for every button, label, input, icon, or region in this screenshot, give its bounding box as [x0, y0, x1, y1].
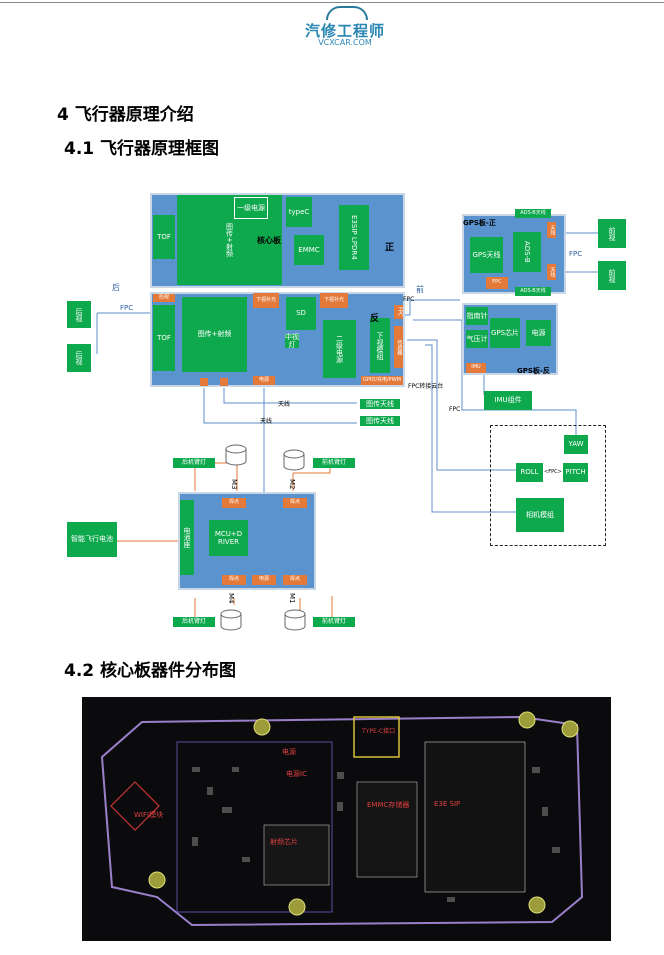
- battery: 智能飞行电池: [67, 522, 117, 557]
- label-front: 前: [416, 285, 424, 294]
- gps-chip: GPS芯片: [490, 318, 520, 348]
- yaw: YAW: [564, 435, 588, 454]
- pwr1: 一级电源: [234, 197, 268, 219]
- label-fpc1: FPC: [120, 304, 134, 312]
- gps-ant-small: 天线: [547, 222, 556, 238]
- roll: ROLL: [516, 463, 543, 482]
- label-fpc2: FPC: [403, 296, 415, 303]
- pcb-label-2: E3E SIP: [434, 800, 461, 808]
- ant-lbl2: 天线: [260, 418, 273, 425]
- imu-pill: IMU: [466, 363, 486, 373]
- pwr-pill: 电源: [253, 376, 275, 385]
- pcb-label-4: 电源: [282, 748, 296, 756]
- motor-m2: M2: [288, 479, 296, 490]
- fpc-pill: FPC: [394, 305, 403, 319]
- subsection-heading-pcb: 4.2 核心板器件分布图: [64, 661, 237, 681]
- sd: SD: [286, 297, 316, 330]
- solder-tl: 焊点: [222, 498, 246, 508]
- esc-power: 电源: [252, 575, 276, 585]
- lower-vision: 下视模组: [370, 318, 390, 373]
- imgtx-back: 图传+射频: [182, 297, 247, 372]
- ads-b: ADS-B: [513, 232, 541, 272]
- back-side: 反: [370, 314, 380, 324]
- ads-ant-top: ADS-B天线: [515, 209, 551, 218]
- camera: 相机模组: [516, 498, 564, 532]
- imu-module: IMU组件: [484, 391, 532, 410]
- typec: typeC: [286, 197, 312, 227]
- antenna2: 图传天线: [360, 416, 400, 426]
- front-fill: 下视补光: [320, 293, 348, 308]
- pcb-label-3: 射频芯片: [270, 838, 298, 846]
- gps-ant-small-2: 天线: [547, 264, 556, 280]
- compass: 指南针: [466, 307, 488, 325]
- emmc: EMMC: [294, 235, 324, 265]
- soc: E3SIP LPDR4: [339, 205, 369, 270]
- pwr2: 二级电源: [323, 320, 356, 378]
- sensor-pill: 传感器: [394, 326, 403, 368]
- gps-back-title: GPS板-反: [517, 367, 550, 375]
- lower-fill: 下视补光: [253, 293, 279, 308]
- baro: 气压计: [466, 330, 488, 348]
- battery-port: 电池座: [180, 500, 194, 575]
- rear-pill: 后视: [153, 294, 175, 302]
- rear-vision-top: 后视: [67, 301, 91, 328]
- motor-m1: M1: [288, 593, 296, 604]
- section-heading: 4 飞行器原理介绍: [57, 105, 194, 125]
- ant-pad-2: [220, 378, 228, 386]
- core-label: 核心板: [257, 236, 281, 245]
- solder-bl: 焊点: [222, 575, 246, 585]
- logo-en: VCXCAR.COM: [318, 38, 372, 47]
- ant-pad-1: [200, 378, 208, 386]
- tof-front: TOF: [153, 215, 175, 259]
- pitch: PITCH: [563, 463, 588, 482]
- tof-back: TOF: [153, 305, 175, 371]
- logo-cn: 汽修工程师: [304, 22, 385, 40]
- front-side: 正: [385, 243, 395, 253]
- front-vision-top: 前视: [598, 219, 626, 248]
- gps-fpc: FPC: [486, 277, 508, 289]
- pcb-drawing: [100, 711, 584, 927]
- arm-rear-top: 后机臂灯: [173, 458, 215, 468]
- arm-rear-bot: 后机臂灯: [173, 617, 215, 627]
- pcb-label-6: TYPE-C接口: [362, 728, 396, 735]
- antenna1: 图传天线: [360, 399, 400, 409]
- motor-m3: M3: [230, 479, 238, 490]
- label-fpc4: FPC: [449, 406, 461, 413]
- motor-m4: M4: [227, 593, 235, 604]
- label-rear: 后: [112, 283, 120, 292]
- gps-power: 电源: [526, 320, 551, 346]
- gps-front-title: GPS板-正: [463, 219, 496, 227]
- solder-br: 焊点: [283, 575, 307, 585]
- subsection-heading-diagram: 4.1 飞行器原理框图: [64, 139, 220, 159]
- site-logo: 汽修工程师 VCXCAR.COM: [300, 4, 390, 48]
- gpio-pill: GPIO/充电/PWM: [361, 376, 403, 385]
- rear-vision-bot: 后视: [67, 344, 91, 372]
- pcb-label-0: WIFI模块: [134, 811, 164, 819]
- ant-lbl1: 天线: [278, 401, 291, 408]
- pcb-layout-image: WIFI模块 EMMC存储器 E3E SIP 射频芯片 电源 电源IC TYPE…: [82, 697, 611, 941]
- label-fpc3: FPC: [569, 250, 583, 258]
- ads-ant-bot: ADS-B天线: [515, 287, 551, 296]
- arm-front-bot: 前机臂灯: [313, 617, 355, 627]
- front-vision-bot: 前视: [598, 261, 626, 290]
- gps-ant: GPS天线: [470, 237, 503, 273]
- small-block: 中视灯: [285, 332, 299, 349]
- pcb-label-1: EMMC存储器: [367, 801, 410, 809]
- mcu-driver: MCU+D RIVER: [209, 520, 248, 556]
- pcb-label-5: 电源IC: [286, 770, 307, 778]
- label-fpc-gimbal: FPC转接云台: [408, 383, 444, 390]
- arm-front-top: 前机臂灯: [313, 458, 355, 468]
- gimbal-fpc: <FPC>: [544, 469, 562, 475]
- gimbal-frame: [490, 425, 606, 546]
- solder-tr: 焊点: [283, 498, 307, 508]
- top-rule: [0, 2, 664, 3]
